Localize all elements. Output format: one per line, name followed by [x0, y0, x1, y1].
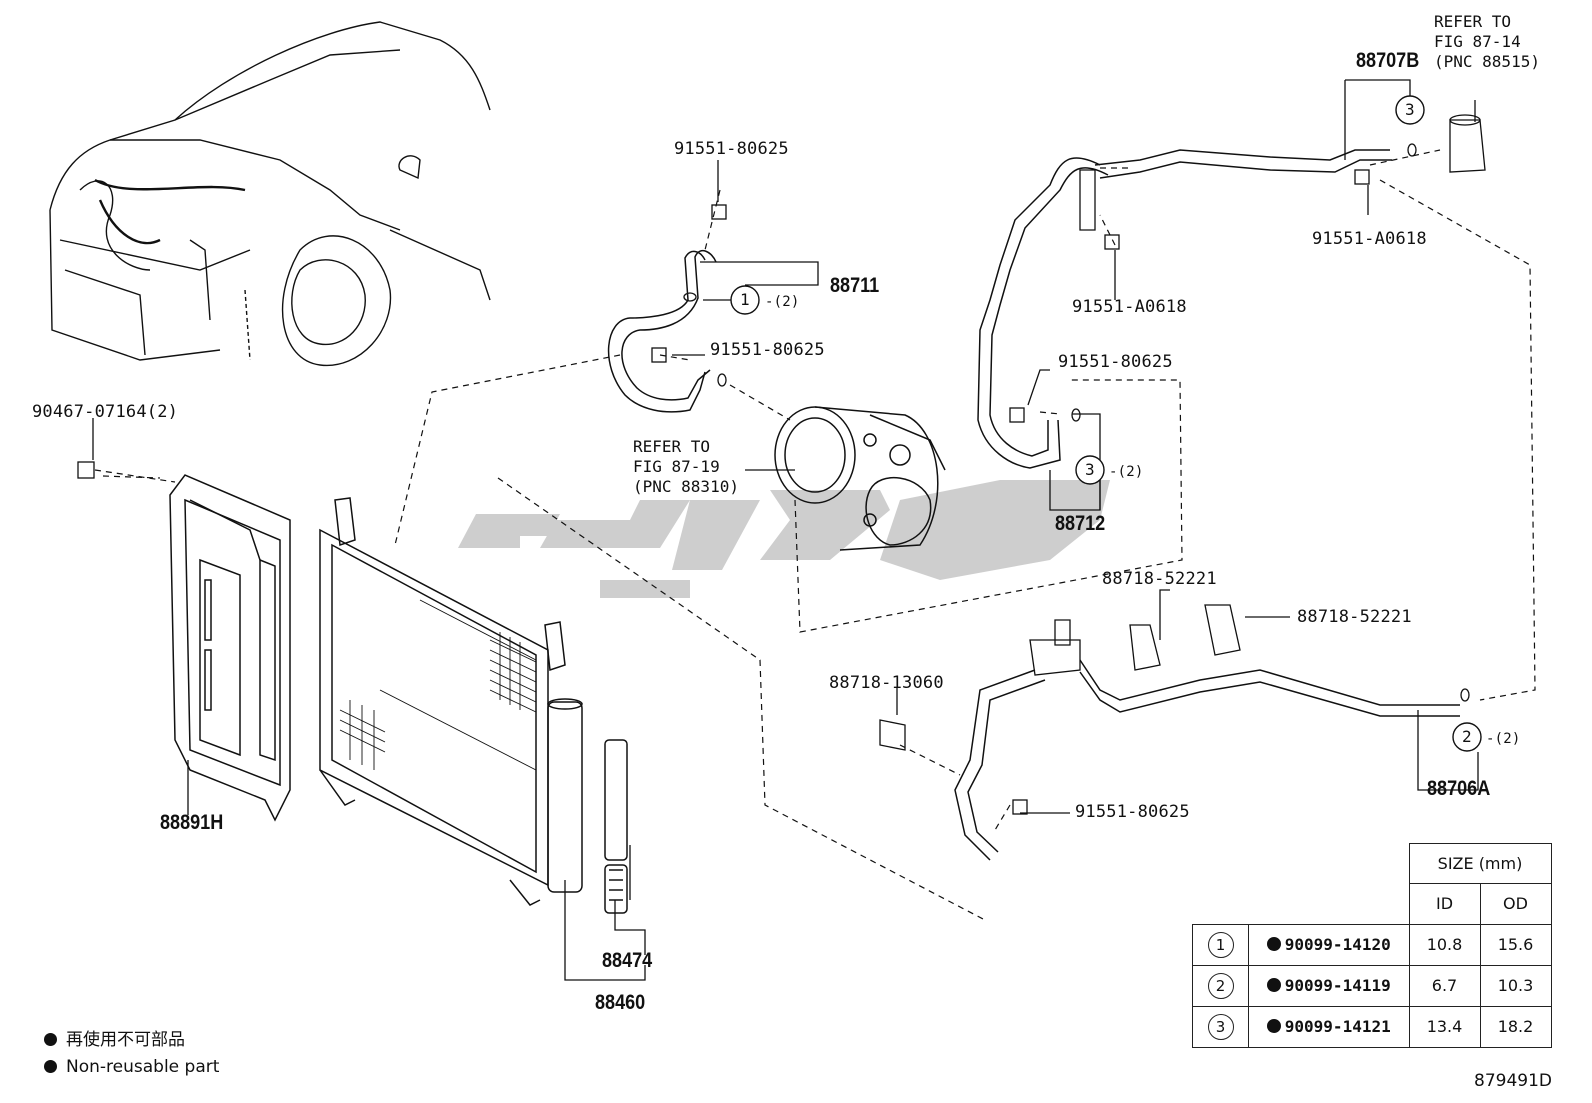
row-od: 15.6 — [1479, 923, 1552, 966]
row-number: 2 — [1207, 972, 1234, 999]
row-number: 1 — [1207, 931, 1234, 958]
receiver-dryer-icon — [547, 698, 628, 914]
row-id: 10.8 — [1408, 923, 1481, 966]
table-row: 1 90099-14120 10.8 15.6 — [1192, 923, 1552, 966]
illustration-code: 879491D — [1474, 1071, 1552, 1091]
label-91551-a0618-right: 91551-A0618 — [1312, 229, 1427, 249]
callout-3-top: 3 — [1405, 100, 1415, 119]
label-88718-52221-upper: 88718-52221 — [1102, 569, 1217, 589]
refer-expansion-valve: REFER TO FIG 87-14 (PNC 88515) — [1434, 12, 1540, 71]
label-91551-80625-88712: 91551-80625 — [1058, 352, 1173, 372]
label-91551-a0618-mid: 91551-A0618 — [1072, 297, 1187, 317]
dashed-groups — [94, 149, 1536, 921]
non-reusable-dot-icon — [1266, 937, 1281, 951]
non-reusable-dot-icon — [1266, 1019, 1281, 1033]
row-part-number: 90099-14121 — [1284, 1017, 1391, 1036]
label-90467-07164: 90467-07164(2) — [32, 402, 179, 422]
pnc-88460: 88460 — [595, 991, 646, 1014]
label-88718-13060: 88718-13060 — [829, 673, 944, 693]
legend-japanese: 再使用不可部品 — [44, 1030, 185, 1050]
col-od: OD — [1479, 883, 1552, 925]
callout-1: 1 — [740, 290, 750, 309]
pnc-88891h: 88891H — [160, 811, 224, 834]
table-row: 3 90099-14121 13.4 18.2 — [1192, 1005, 1552, 1048]
pnc-88712: 88712 — [1055, 512, 1106, 535]
size-header: SIZE (mm) — [1408, 843, 1552, 884]
col-id: ID — [1408, 883, 1481, 925]
oring-size-table: SIZE (mm) ID OD 1 90099-14120 10.8 15.6 … — [1192, 843, 1552, 1048]
refer-compressor: REFER TO FIG 87-19 (PNC 88310) — [633, 437, 739, 496]
legend-line-1: 再使用不可部品 — [66, 1030, 185, 1050]
oring-callouts — [730, 95, 1482, 752]
label-oring1-qty: -(2) — [765, 294, 800, 310]
row-part-number: 90099-14119 — [1284, 976, 1391, 995]
compressor-icon — [774, 406, 946, 551]
label-oring2-qty: -(2) — [1486, 731, 1521, 747]
watermark-logo — [458, 480, 1110, 598]
refrigerant-pipes — [607, 149, 1460, 861]
leader-lines — [92, 79, 1479, 981]
pnc-88474: 88474 — [602, 949, 653, 972]
non-reusable-dot-icon — [1266, 978, 1281, 992]
table-row: 2 90099-14119 6.7 10.3 — [1192, 964, 1552, 1007]
pnc-88711: 88711 — [830, 274, 880, 297]
vehicle-icon — [49, 21, 491, 367]
bullet-icon — [44, 1033, 57, 1046]
legend-line-2: Non-reusable part — [66, 1057, 220, 1077]
label-91551-80625-lower: 91551-80625 — [1075, 802, 1190, 822]
row-number: 3 — [1207, 1013, 1234, 1040]
legend-english: Non-reusable part — [44, 1057, 219, 1077]
row-od: 18.2 — [1479, 1005, 1552, 1048]
row-part-number: 90099-14120 — [1284, 935, 1391, 954]
callout-2: 2 — [1462, 727, 1472, 746]
bullet-icon — [44, 1060, 57, 1073]
label-oring3-qty: -(2) — [1109, 464, 1144, 480]
pnc-88706a: 88706A — [1427, 777, 1491, 800]
row-id: 6.7 — [1408, 964, 1481, 1007]
row-od: 10.3 — [1479, 964, 1552, 1007]
label-88718-52221-right: 88718-52221 — [1297, 607, 1412, 627]
pnc-88707b: 88707B — [1356, 49, 1420, 72]
fittings — [77, 114, 1486, 815]
row-id: 13.4 — [1408, 1005, 1481, 1048]
callout-3-mid: 3 — [1085, 460, 1095, 479]
shroud-icon — [169, 474, 291, 822]
label-91551-80625-top: 91551-80625 — [674, 139, 789, 159]
label-91551-80625-mid: 91551-80625 — [710, 340, 825, 360]
condenser-icon — [319, 497, 566, 906]
